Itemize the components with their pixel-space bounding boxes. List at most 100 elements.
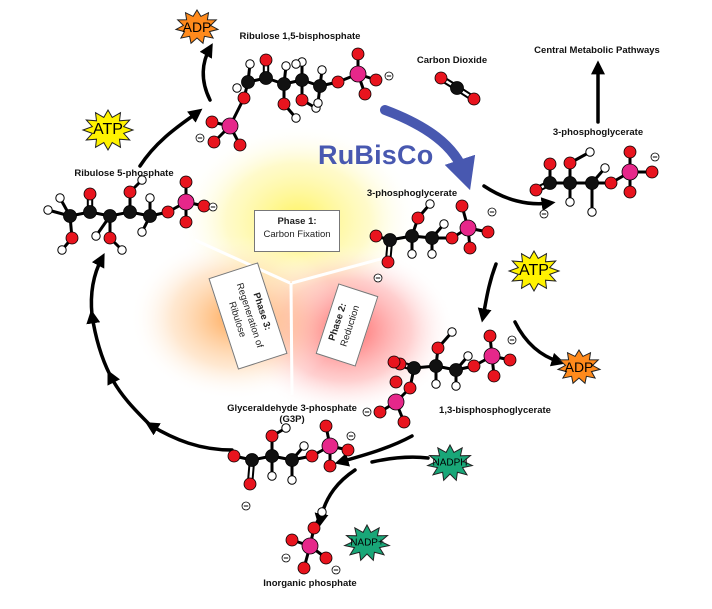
hydrogen-atom (600, 163, 610, 173)
phosphorus-atom (301, 537, 319, 555)
oxygen-atom (323, 459, 337, 473)
oxygen-atom (645, 165, 659, 179)
oxygen-atom (233, 138, 247, 152)
hydrogen-atom (117, 245, 127, 255)
carbon-atom (450, 81, 464, 95)
enzyme-label: RuBisCo (318, 140, 434, 170)
oxygen-atom (237, 91, 251, 105)
adp-top-label: ADP (182, 19, 212, 35)
oxygen-atom (341, 443, 355, 457)
oxygen-atom (604, 176, 618, 190)
negative-charge (208, 202, 218, 212)
phase1-title: Phase 1: (277, 216, 317, 227)
oxygen-atom (65, 231, 79, 245)
arrow-rubp-to-adp (199, 43, 213, 102)
carbon-atom (103, 209, 117, 223)
hydrogen-atom (425, 199, 435, 209)
phosphorus-atom (349, 65, 367, 83)
molecule-bpg (362, 327, 517, 429)
molecule-co2 (434, 71, 481, 106)
label-ribulose-5-phosphate: Ribulose 5-phosphate (74, 168, 174, 179)
hydrogen-atom (43, 205, 53, 215)
hydrogen-atom (427, 249, 437, 259)
hydrogen-atom (431, 379, 441, 389)
oxygen-atom (307, 521, 321, 535)
carbon-atom (83, 205, 97, 219)
phosphorus-atom (621, 163, 639, 181)
oxygen-atom (381, 255, 395, 269)
oxygen-atom (529, 183, 543, 197)
oxygen-atom (369, 229, 383, 243)
carbon-atom (543, 176, 557, 190)
hydrogen-atom (57, 245, 67, 255)
molecule-rubp (195, 47, 394, 152)
negative-charge (507, 335, 517, 345)
carbon-atom (429, 359, 443, 373)
hydrogen-atom (267, 471, 277, 481)
hydrogen-atom (317, 507, 327, 517)
hydrogen-atom (317, 65, 327, 75)
hydrogen-atom (245, 59, 255, 69)
hydrogen-atom (313, 98, 323, 108)
oxygen-atom (161, 205, 175, 219)
molecule-r5p (43, 175, 218, 255)
negative-charge (195, 133, 205, 143)
hydrogen-atom (451, 381, 461, 391)
molecule-3pg-top (529, 145, 660, 219)
label-bisphosphoglycerate: 1,3-bisphosphoglycerate (439, 405, 551, 416)
carbon-atom (383, 233, 397, 247)
oxygen-atom (389, 375, 403, 389)
arrow-cycle-1 (107, 369, 152, 427)
carbon-atom (405, 229, 419, 243)
arrow-nadph-join (370, 455, 430, 464)
negative-charge (487, 207, 497, 217)
hydrogen-atom (299, 441, 309, 451)
negative-charge (362, 407, 372, 417)
hydrogen-atom (287, 475, 297, 485)
arrow-bpg-to-g3p (334, 434, 414, 467)
oxygen-atom (277, 97, 291, 111)
arrow-cycle-2 (86, 309, 112, 377)
hydrogen-atom (565, 197, 575, 207)
oxygen-atom (179, 175, 193, 189)
hydrogen-atom (232, 83, 242, 93)
oxygen-atom (431, 341, 445, 355)
hydrogen-atom (585, 147, 595, 157)
negative-charge (373, 273, 383, 283)
atp-right-label: ATP (519, 262, 549, 279)
label-g3p-line2: (G3P) (279, 414, 305, 425)
carbon-atom (277, 77, 291, 91)
oxygen-atom (123, 185, 137, 199)
carbon-atom (285, 453, 299, 467)
carbon-atom (241, 75, 255, 89)
negative-charge (539, 209, 549, 219)
oxygen-atom (623, 185, 637, 199)
label-ribulose-bisphosphate: Ribulose 1,5-bisphosphate (239, 31, 361, 42)
arrow-atp-to-bpg (477, 262, 498, 323)
carbon-atom (143, 209, 157, 223)
hydrogen-atom (137, 227, 147, 237)
hydrogen-atom (281, 423, 291, 433)
hydrogen-atom (291, 59, 301, 69)
carbon-atom (245, 453, 259, 467)
adp-right-burst (556, 349, 602, 385)
arrow-g3p-to-cycle (145, 422, 234, 452)
phosphorus-atom (177, 193, 195, 211)
arrow-to-adp-right (513, 320, 566, 367)
oxygen-atom (503, 353, 517, 367)
phase-divider-right (291, 253, 396, 285)
negative-charge (281, 553, 291, 563)
oxygen-atom (179, 215, 193, 229)
phase-divider-left (194, 238, 291, 285)
negative-charge (346, 431, 356, 441)
arrow-into-pga-mid (482, 184, 556, 212)
label-3pg-top: 3-phosphoglycerate (552, 127, 644, 138)
oxygen-atom (205, 115, 219, 129)
oxygen-atom (259, 53, 273, 67)
oxygen-atom (455, 199, 469, 213)
hydrogen-atom (137, 175, 147, 185)
molecule-g3p (227, 419, 356, 511)
carbon-atom (295, 73, 309, 87)
molecules-layer (43, 47, 660, 575)
